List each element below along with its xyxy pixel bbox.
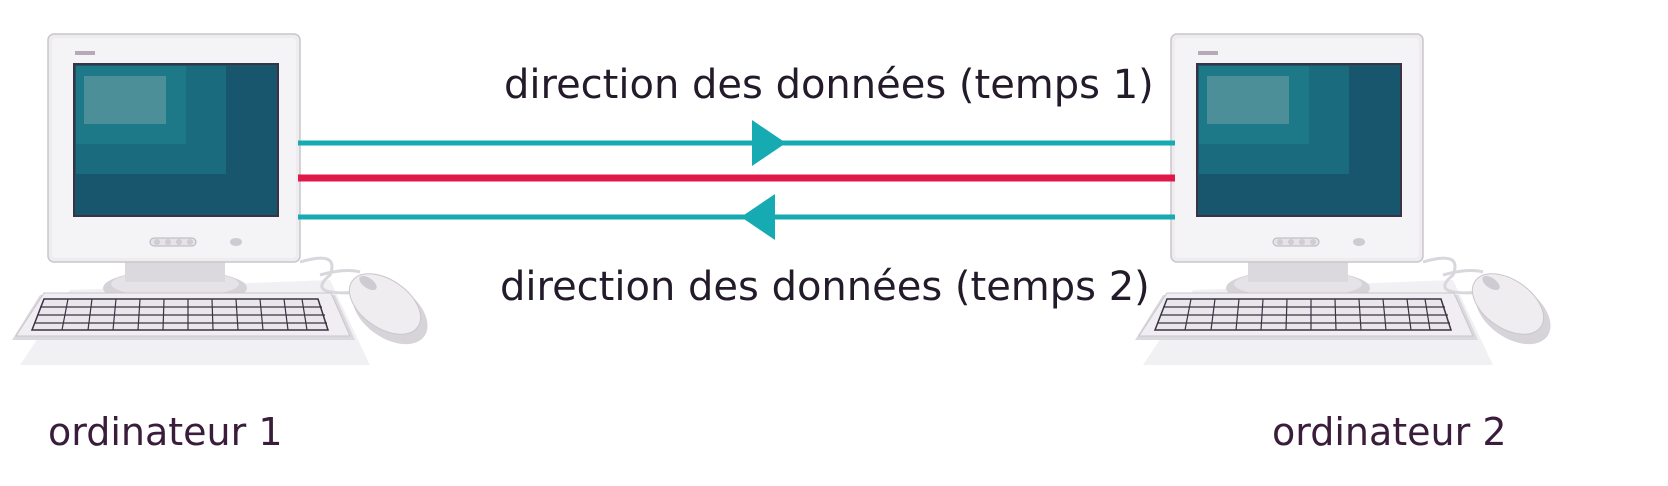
arrow-left-icon: [741, 194, 775, 240]
computer-2-label: ordinateur 2: [1272, 410, 1507, 454]
flow-label-time-2: direction des données (temps 2): [500, 264, 1150, 310]
computer-2-illustration: [1133, 32, 1564, 367]
arrow-right-icon: [752, 120, 786, 166]
computer-1-illustration: [10, 32, 441, 367]
flow-label-time-1: direction des données (temps 1): [504, 62, 1154, 108]
computer-1-label: ordinateur 1: [48, 410, 283, 454]
